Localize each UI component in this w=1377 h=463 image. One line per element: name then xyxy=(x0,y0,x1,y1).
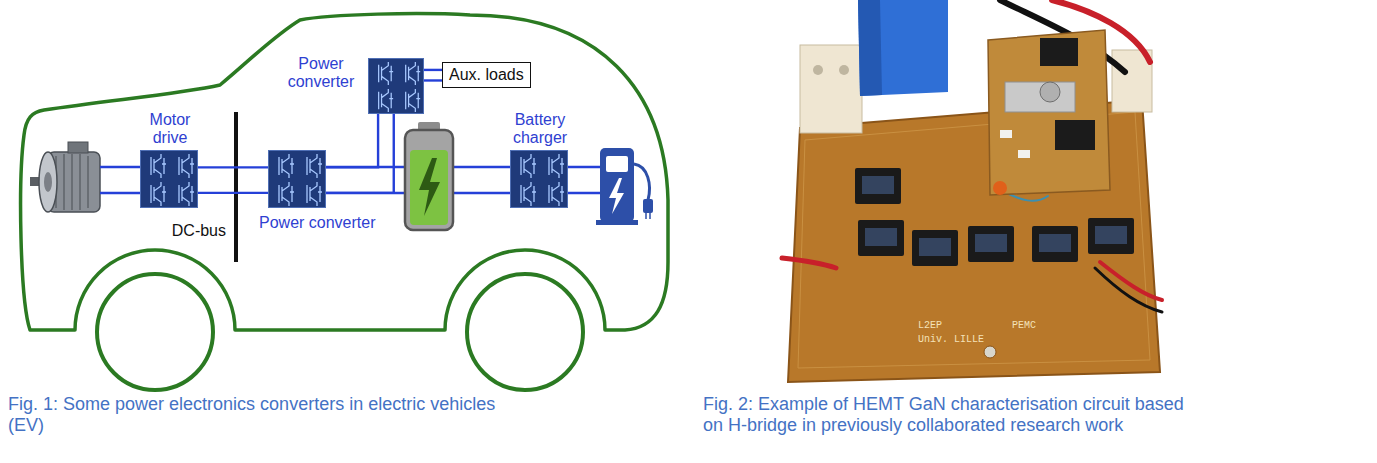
motor-illustration xyxy=(44,172,52,192)
relay-component xyxy=(1095,226,1127,244)
converter-block: Motor drive xyxy=(140,150,198,208)
motor-illustration xyxy=(30,142,100,212)
wire-line xyxy=(424,69,442,71)
battery-icon xyxy=(410,150,448,225)
switch-symbols xyxy=(511,151,569,209)
terminal-block xyxy=(813,65,823,75)
converter-label: Battery charger xyxy=(498,111,582,147)
relay-component xyxy=(1088,218,1134,254)
dc-bus-bar xyxy=(234,112,238,262)
car-outline xyxy=(21,14,668,330)
converter-block: Battery charger xyxy=(510,150,568,208)
switch-symbols xyxy=(279,154,322,206)
relay-component xyxy=(975,234,1007,252)
daughter-board xyxy=(1005,82,1075,112)
wire-line xyxy=(198,192,268,194)
label-anchor: Battery charger xyxy=(498,111,582,147)
figure-caption: Fig. 2: Example of HEMT GaN characterisa… xyxy=(703,394,1193,435)
daughter-board xyxy=(1040,38,1078,66)
car-wheel xyxy=(97,274,583,390)
battery-icon xyxy=(405,130,453,230)
bus-wire xyxy=(424,70,442,81)
converter-label: Motor drive xyxy=(135,111,205,147)
relay-component xyxy=(865,228,897,246)
board-marking: L2EP xyxy=(918,320,942,331)
relay-component xyxy=(912,230,958,266)
switch-symbols xyxy=(369,59,425,115)
charging-station-icon xyxy=(634,164,649,200)
board-marking: PEMC xyxy=(1012,320,1036,331)
terminal-block xyxy=(839,65,849,75)
car-wheel xyxy=(97,274,213,390)
charging-station-icon xyxy=(606,156,628,172)
motor-illustration xyxy=(68,142,88,153)
bus-wire xyxy=(453,167,510,193)
daughter-board xyxy=(993,181,1007,195)
daughter-board xyxy=(988,30,1110,195)
film-capacitor xyxy=(858,0,948,96)
daughter-board xyxy=(1018,150,1030,158)
film-capacitor xyxy=(858,0,882,96)
relay-component xyxy=(968,226,1014,262)
relay-component xyxy=(862,176,894,194)
load-box: Aux. loads xyxy=(442,62,531,88)
label-anchor: Motor drive xyxy=(135,111,205,147)
daughter-board xyxy=(1055,120,1095,150)
label-anchor: Power converter xyxy=(279,55,363,91)
car-outline xyxy=(21,14,668,330)
converter-block: Power converter xyxy=(268,150,326,208)
daughter-board xyxy=(988,30,1110,195)
label-anchor: Power converter xyxy=(259,214,376,232)
relay-component xyxy=(1032,226,1078,262)
relay-component xyxy=(1039,234,1071,252)
connection-wire xyxy=(1095,268,1162,312)
charging-station-icon xyxy=(600,148,634,222)
charging-station-icon xyxy=(646,213,650,219)
switch-symbols xyxy=(379,62,421,112)
charging-station-icon xyxy=(596,220,638,225)
connection-wire xyxy=(782,0,1162,312)
terminal-block xyxy=(800,45,862,133)
relay-component xyxy=(855,168,901,204)
battery-icon xyxy=(419,158,440,216)
bus-wire xyxy=(198,167,268,193)
converter-label: Power converter xyxy=(259,214,376,232)
board-marking: Univ. LILLE xyxy=(918,334,984,345)
wire-line xyxy=(326,114,378,167)
bus-wire xyxy=(568,167,600,193)
relay-component xyxy=(919,238,951,256)
charging-station-icon xyxy=(643,199,653,213)
converter-block: Power converter xyxy=(368,58,424,114)
relay-component xyxy=(858,220,904,256)
film-capacitor xyxy=(858,0,948,96)
bus-wire xyxy=(100,167,140,193)
figure-caption: Fig. 1: Some power electronics converter… xyxy=(8,394,528,435)
wire-line xyxy=(198,166,268,168)
switch-symbols xyxy=(141,151,199,209)
pcb-photo xyxy=(984,346,996,358)
converter-label: Power converter xyxy=(279,55,363,91)
load-label: Aux. loads xyxy=(449,66,524,84)
car-wheel xyxy=(467,274,583,390)
relay-component xyxy=(855,168,1134,266)
switch-symbols xyxy=(269,151,327,209)
dc-bus-bar xyxy=(234,112,238,262)
daughter-board xyxy=(1000,130,1012,138)
switch-symbols xyxy=(151,154,194,206)
switch-symbols xyxy=(521,154,564,206)
bus-label: DC-bus xyxy=(172,222,226,240)
wire-line xyxy=(424,79,442,81)
wire-line xyxy=(326,114,394,193)
connection-wire xyxy=(782,258,836,268)
motor-illustration xyxy=(56,154,88,210)
charging-station-icon xyxy=(596,148,653,225)
battery-icon xyxy=(405,122,453,230)
daughter-board xyxy=(1040,82,1060,102)
charging-station-icon xyxy=(609,178,624,214)
motor-illustration xyxy=(39,152,57,212)
bus-wire xyxy=(326,114,394,193)
